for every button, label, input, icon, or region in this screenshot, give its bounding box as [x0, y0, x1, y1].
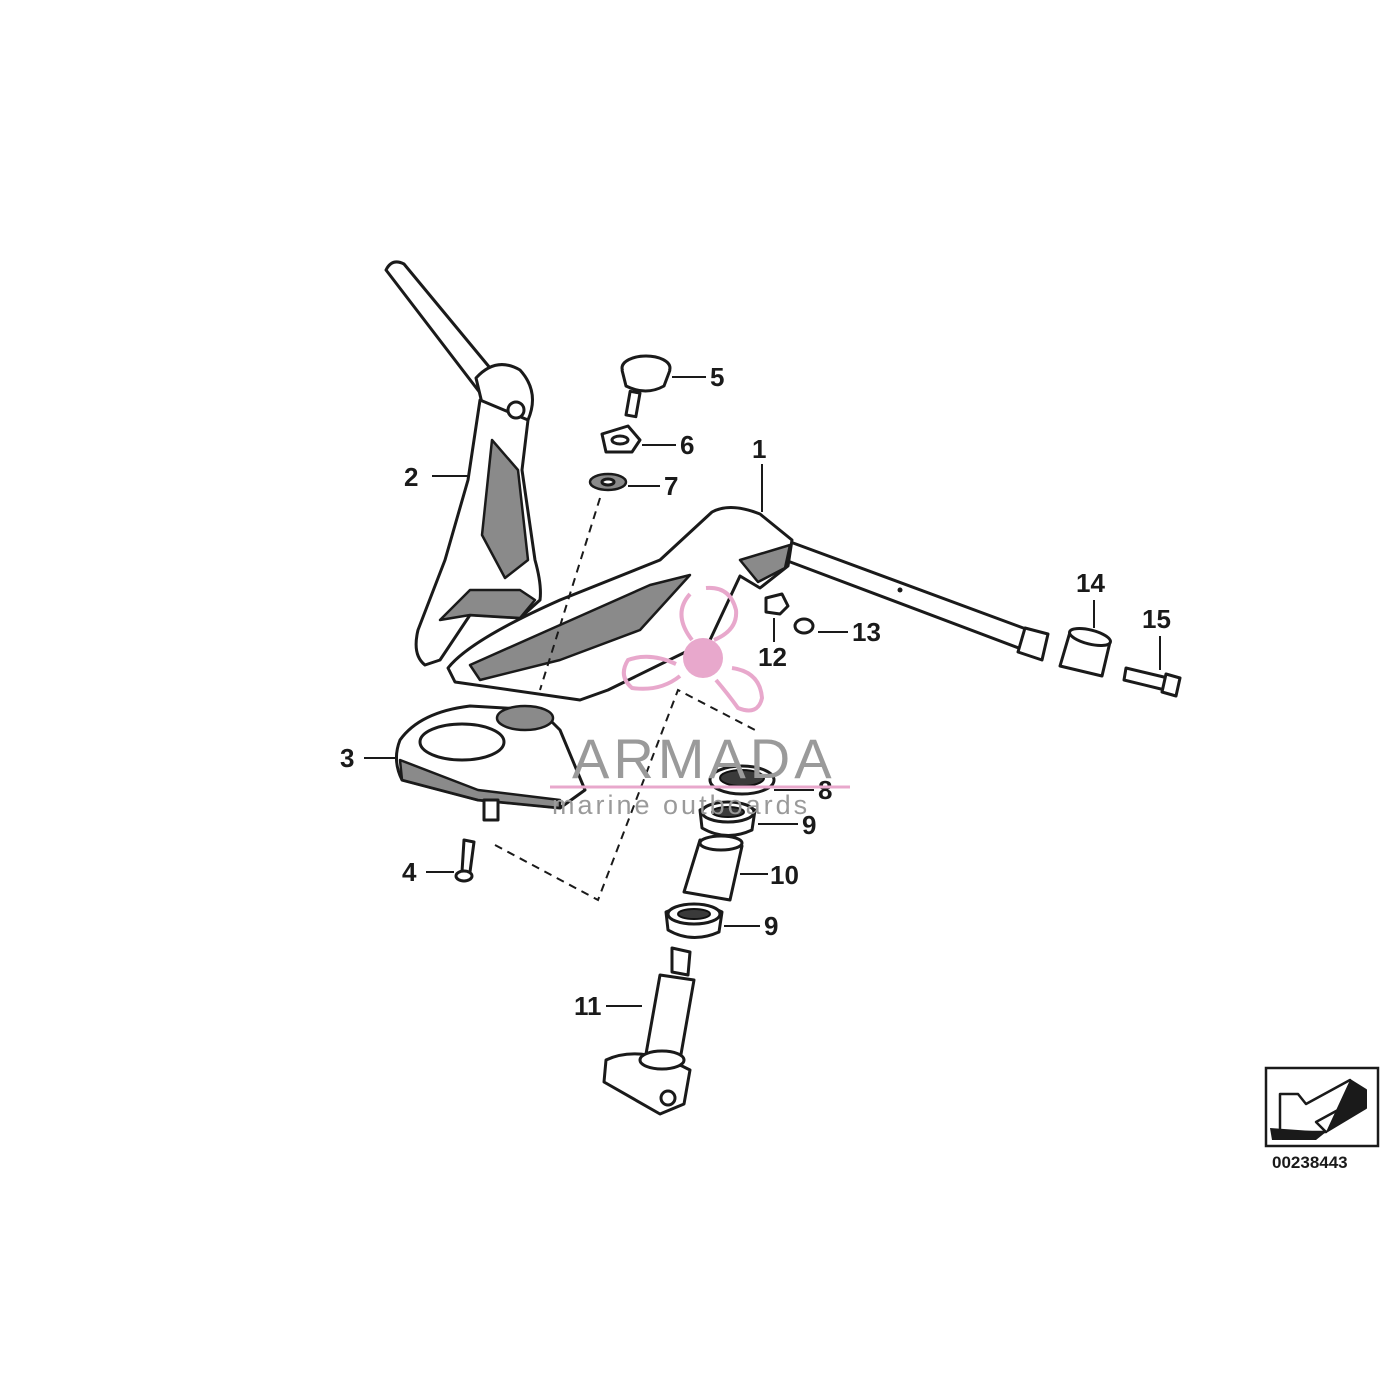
reference-box: 00238443	[1264, 1066, 1380, 1172]
callout-12: 12	[758, 642, 787, 672]
part-4-screw	[454, 838, 476, 883]
callout-14: 14	[1076, 568, 1105, 598]
callout-numbers: 1 2 3 4 5 6 7 8 9 10 9 11 12 13 14 15	[340, 362, 1171, 1021]
propeller-logo-icon	[621, 585, 765, 713]
callout-1: 1	[752, 434, 766, 464]
part-12-nut	[764, 592, 790, 616]
callout-9-upper: 9	[802, 810, 816, 840]
leader-lines	[364, 376, 1161, 1007]
direction-arrow-icon	[1270, 1078, 1367, 1140]
callout-5: 5	[710, 362, 724, 392]
callout-6: 6	[680, 430, 694, 460]
part-2-left-handlebar	[384, 260, 542, 667]
part-5-cap-bolt	[620, 354, 672, 419]
reference-code: 00238443	[1272, 1153, 1348, 1172]
part-14-bar-end-weight	[1058, 627, 1112, 678]
callout-2: 2	[404, 462, 418, 492]
callout-13: 13	[852, 617, 881, 647]
callout-15: 15	[1142, 604, 1171, 634]
part-7-washer	[588, 472, 628, 492]
callout-10: 10	[770, 860, 799, 890]
watermark-tagline: marine outboards	[552, 790, 810, 820]
assembly-lines	[494, 497, 756, 902]
part-15-bolt	[1122, 666, 1182, 698]
callout-9-lower: 9	[764, 911, 778, 941]
callout-11: 11	[574, 991, 602, 1021]
part-9-bearing-lower	[664, 902, 724, 939]
part-11-steering-stem	[602, 946, 696, 1116]
callout-3: 3	[340, 743, 354, 773]
callout-4: 4	[402, 857, 417, 887]
watermark-brand: ARMADA	[572, 727, 836, 790]
part-1-right-handlebar	[446, 506, 1050, 702]
part-6-nut	[600, 424, 642, 454]
callout-8: 8	[818, 775, 832, 805]
callout-7: 7	[664, 471, 678, 501]
part-13-screw	[793, 617, 815, 635]
part-10-spacer-sleeve	[682, 834, 744, 902]
part-9-bearing-upper	[698, 800, 757, 837]
watermark: ARMADA marine outboards	[550, 585, 850, 820]
